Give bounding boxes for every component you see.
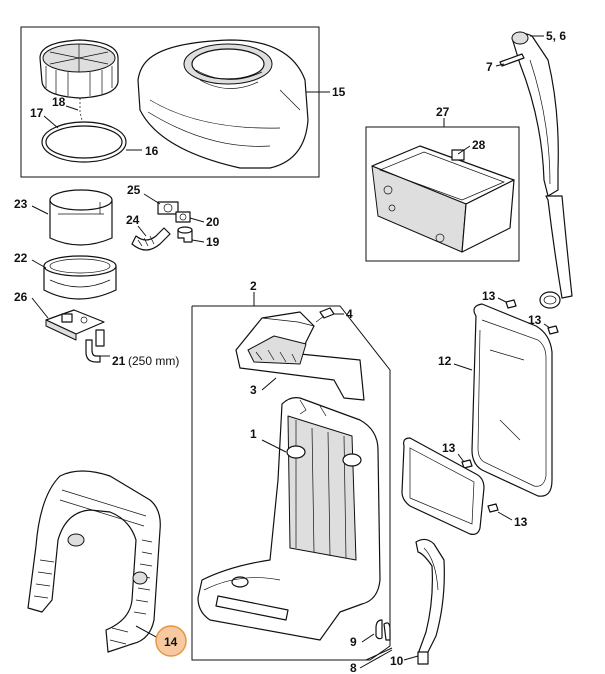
valve-plate[interactable]	[45, 309, 105, 341]
callout-9: 9	[350, 635, 357, 649]
callout-23: 23	[14, 197, 28, 211]
callout-26: 26	[14, 290, 28, 304]
cushion-screw-2[interactable]	[547, 325, 559, 335]
leader-23	[31, 205, 49, 215]
leader-22	[31, 259, 47, 269]
side-cover[interactable]	[27, 470, 161, 653]
callout-20: 20	[206, 215, 220, 229]
tank-group-frame	[20, 26, 320, 178]
pad-screw-1[interactable]	[461, 459, 473, 469]
callout-18: 18	[52, 95, 66, 109]
leader-20	[189, 217, 205, 223]
cushion-screw-1[interactable]	[505, 299, 517, 309]
callout-13d: 13	[514, 515, 528, 529]
callout-19: 19	[206, 235, 220, 249]
leader-3	[261, 377, 277, 391]
callout-4: 4	[346, 307, 353, 321]
leader-18	[65, 105, 79, 111]
leader-13a	[497, 297, 507, 303]
leader-19	[191, 239, 205, 243]
lumbar-pad[interactable]	[401, 437, 485, 535]
callout-24: 24	[126, 213, 140, 227]
hose-clamp[interactable]	[157, 201, 179, 215]
frame-group-outline	[191, 305, 391, 661]
leader-8	[359, 647, 393, 669]
leader-26	[31, 297, 49, 319]
callout-5-6: 5, 6	[546, 29, 566, 43]
frame-screw[interactable]	[315, 307, 335, 323]
shoulder-strap[interactable]	[511, 31, 573, 309]
leader-12	[453, 363, 473, 371]
carrier-frame[interactable]	[197, 397, 381, 641]
callout-13c: 13	[442, 441, 456, 455]
pad-screw-2[interactable]	[487, 503, 499, 513]
callout-21: 21	[112, 354, 126, 368]
callout-7: 7	[486, 60, 493, 74]
filter-sleeve[interactable]	[49, 189, 113, 246]
callout-2: 2	[250, 279, 257, 293]
leader-7	[495, 63, 505, 67]
leader-13b	[543, 323, 551, 329]
tank-cap[interactable]	[39, 39, 119, 99]
storage-tray[interactable]	[371, 145, 515, 253]
callout-25: 25	[127, 183, 141, 197]
leader-14	[135, 625, 159, 639]
leader-28	[457, 145, 471, 155]
leader-25	[143, 193, 161, 205]
leader-13c	[457, 453, 465, 463]
leader-10	[403, 655, 419, 661]
leader-17	[43, 115, 59, 129]
callout-21-note: (250 mm)	[128, 354, 179, 368]
tank[interactable]	[137, 39, 309, 169]
callout-22: 22	[14, 251, 28, 265]
callout-17: 17	[30, 106, 44, 120]
callout-28: 28	[472, 138, 486, 152]
callout-14-highlight[interactable]	[155, 625, 187, 657]
upper-support[interactable]	[235, 311, 365, 401]
waist-belt[interactable]	[415, 538, 445, 665]
cap-tether	[79, 98, 83, 121]
leader-24	[137, 225, 147, 237]
leader-13d	[497, 511, 513, 521]
leader-9	[361, 633, 375, 643]
callout-12: 12	[438, 354, 452, 368]
callout-3: 3	[250, 383, 257, 397]
callout-16: 16	[145, 144, 159, 158]
callout-14: 14	[164, 635, 178, 649]
hose-fitting[interactable]	[131, 227, 171, 251]
clamp-screw[interactable]	[175, 211, 191, 223]
callout-8: 8	[350, 661, 357, 674]
callout-10: 10	[390, 654, 404, 668]
callout-13b: 13	[528, 313, 542, 327]
mounting-ring[interactable]	[43, 255, 117, 300]
callout-13a: 13	[482, 289, 496, 303]
callout-27: 27	[436, 105, 450, 119]
back-cushion[interactable]	[471, 303, 553, 497]
gasket-ring[interactable]	[41, 121, 127, 163]
leader-1	[261, 439, 287, 453]
callout-1: 1	[250, 427, 257, 441]
callout-15: 15	[332, 85, 346, 99]
elbow-connector[interactable]	[177, 226, 193, 243]
belt-hook[interactable]	[375, 619, 391, 641]
hose-250mm[interactable]	[85, 329, 105, 363]
tray-group-frame	[365, 126, 520, 262]
